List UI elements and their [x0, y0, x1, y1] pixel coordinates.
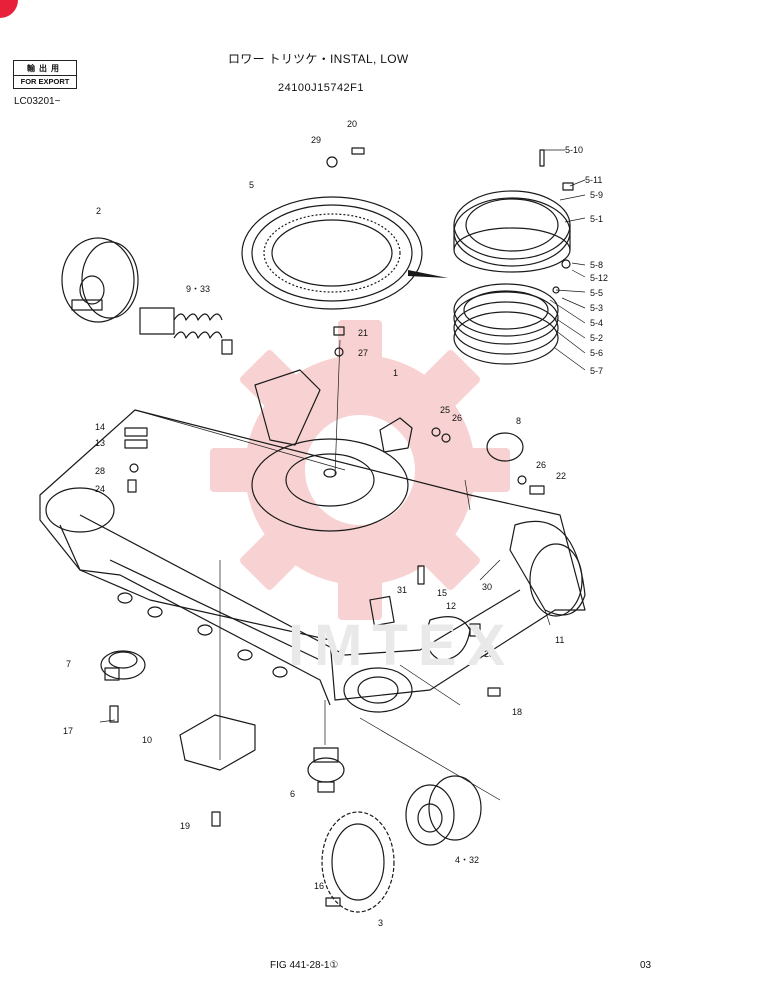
callout: 16 [314, 881, 324, 891]
figure-reference: FIG 441-28-1① [270, 960, 339, 971]
sprocket [321, 811, 395, 913]
swing-bearing-ring [241, 196, 423, 310]
track-spring [139, 307, 233, 355]
callout: 31 [397, 585, 407, 595]
callout: 28 [95, 466, 105, 476]
export-badge: 輸出用 FOR EXPORT [13, 60, 77, 89]
callout: 10 [142, 735, 152, 745]
side-cover [529, 543, 583, 617]
callout: 5 [249, 180, 254, 190]
callout: 26 [536, 460, 546, 470]
track-guard [179, 714, 256, 771]
carrier-bracket [379, 417, 413, 453]
callout: 15 [437, 588, 447, 598]
page-title: ロワー トリツケ・INSTAL, LOW [228, 52, 409, 66]
callout: 1 [393, 368, 398, 378]
callout: 6 [290, 789, 295, 799]
bracket-plate [369, 595, 395, 627]
callout: 21 [358, 328, 368, 338]
serial-range: LC03201~ [14, 96, 61, 107]
callout: 19 [180, 821, 190, 831]
center-joint [307, 747, 345, 793]
callout: 5-8 [590, 260, 603, 270]
callout: 14 [95, 422, 105, 432]
callout: 9・33 [186, 284, 210, 294]
callout: 18 [512, 707, 522, 717]
fasteners [109, 147, 574, 907]
callout: 7 [66, 659, 71, 669]
callout: 5-2 [590, 333, 603, 343]
track-roller [100, 650, 146, 681]
callout: 5-12 [590, 273, 608, 283]
callout: 5-11 [585, 175, 602, 185]
callout: 29 [311, 135, 321, 145]
bearing-ring-5-1 [453, 190, 571, 273]
carrier-roller [486, 432, 524, 462]
leader-lines [99, 149, 586, 801]
callout: 20 [347, 119, 357, 129]
callout: 11 [555, 635, 564, 645]
callout: 5-7 [590, 366, 603, 376]
idler-wheel [61, 237, 139, 323]
export-badge-en: FOR EXPORT [14, 75, 76, 86]
lower-frame [39, 369, 586, 713]
callout: 23 [484, 649, 494, 659]
callout: 30 [482, 582, 492, 592]
callout: 2 [96, 206, 101, 216]
callout: 25 [440, 405, 450, 415]
callout: 5-4 [590, 318, 603, 328]
callout: 27 [358, 348, 368, 358]
callout: 22 [556, 471, 566, 481]
gear-watermark [210, 320, 510, 620]
callout: 26 [452, 413, 462, 423]
callout: 5-10 [565, 145, 583, 155]
bearing-ring-5-2 [453, 283, 559, 365]
callout-labels: 20 29 5 2 9・33 21 27 1 5-10 5-11 5-9 5-1… [63, 119, 608, 928]
page-number: 03 [640, 960, 652, 971]
callout: 5-6 [590, 348, 603, 358]
export-badge-jp: 輸出用 [27, 64, 63, 73]
callout: 5-5 [590, 288, 603, 298]
callout: 5-9 [590, 190, 603, 200]
travel-motor [405, 775, 482, 846]
arrow-marker [408, 270, 448, 278]
callout: 5-1 [590, 214, 603, 224]
callout: 12 [446, 601, 456, 611]
part-number: 24100J15742F1 [278, 82, 365, 94]
callout: 4・32 [455, 855, 479, 865]
watermark-text: IMTEX [288, 613, 516, 678]
cover-plate [426, 616, 471, 661]
callout: 8 [516, 416, 521, 426]
callout: 24 [95, 484, 105, 494]
callout: 3 [378, 918, 383, 928]
callout: 5-3 [590, 303, 603, 313]
callout: 13 [95, 438, 105, 448]
callout: 17 [63, 726, 73, 736]
